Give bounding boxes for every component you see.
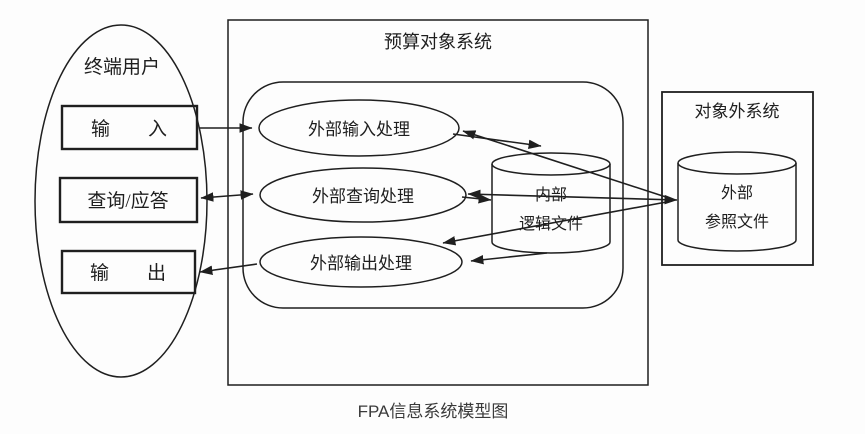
input-box: [60, 104, 199, 151]
external-input-process-label: 外部输入处理: [308, 120, 410, 139]
external-reference-file-cylinder: [677, 151, 797, 252]
arrow-eq-to-ilf: [461, 193, 492, 204]
external-system-title: 对象外系统: [695, 102, 780, 121]
arrow-eif-to-ei: [462, 130, 673, 200]
external-reference-file-label-line1: 外部: [721, 184, 753, 202]
arrow-eif-to-eo: [442, 200, 673, 246]
arrow-ilf-to-eo: [470, 252, 548, 265]
query-answer-box: [58, 176, 199, 224]
internal-logic-file-cylinder: [491, 152, 611, 254]
external-query-process-label: 外部查询处理: [312, 187, 414, 206]
budget-system-title: 预算对象系统: [384, 32, 492, 52]
diagram-caption: FPA信息系统模型图: [358, 402, 509, 421]
arrow-eq-bidirectional-eif: [467, 189, 678, 205]
external-system-box: [661, 91, 814, 266]
output-box-label: 输 出: [90, 262, 166, 284]
internal-logic-file-label-line1: 内部: [535, 186, 567, 204]
budget-system-box: [227, 19, 649, 386]
external-output-process-label: 外部输出处理: [310, 254, 412, 273]
external-output-process-ellipse: [259, 236, 463, 288]
external-reference-file-label-line2: 参照文件: [705, 213, 769, 231]
output-box: [60, 249, 197, 295]
arrow-ei-to-ilf-top: [452, 133, 542, 150]
terminal-user-label: 终端用户: [84, 56, 160, 78]
query-answer-box-label: 查询/应答: [87, 190, 168, 212]
arrow-eo-to-output: [199, 263, 258, 275]
external-input-process-ellipse: [258, 99, 460, 157]
external-query-process-ellipse: [259, 167, 467, 223]
arrow-query-bidirectional-eq: [200, 190, 254, 202]
input-box-label: 输 入: [91, 118, 167, 140]
